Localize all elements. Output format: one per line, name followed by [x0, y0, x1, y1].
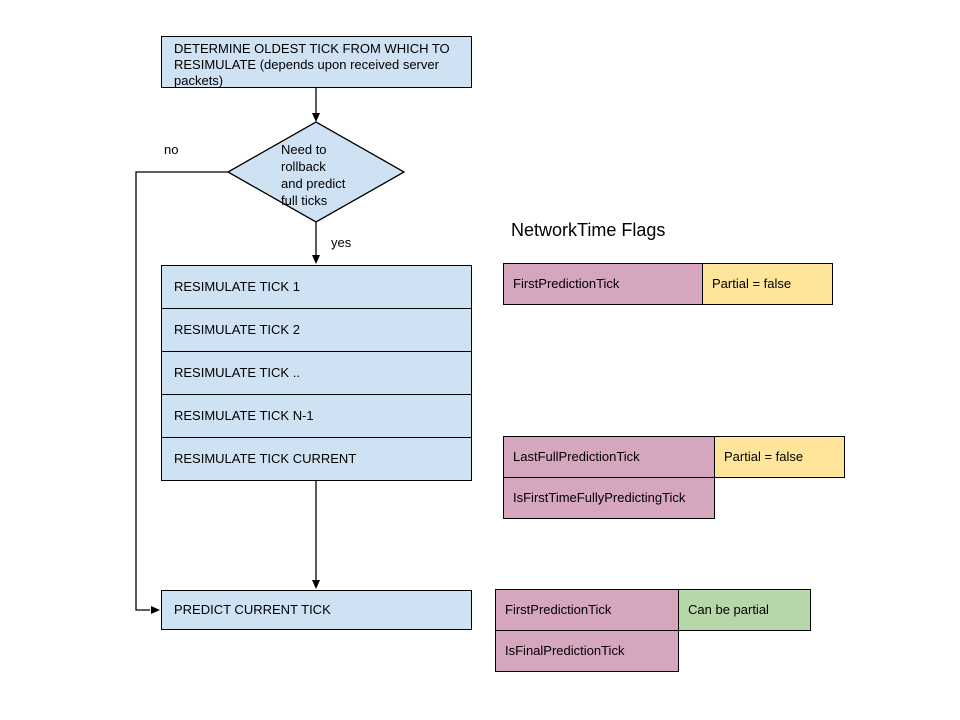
flag-is-final-prediction-tick-box: IsFinalPredictionTick [495, 630, 679, 672]
resimulate-tick-dots-box: RESIMULATE TICK .. [161, 351, 472, 395]
resimulate-tick-current-box: RESIMULATE TICK CURRENT [161, 437, 472, 481]
note-partial-false-box-1: Partial = false [702, 263, 833, 305]
flag-last-full-prediction-tick-box: LastFullPredictionTick [503, 436, 715, 478]
decision-text: Need to rollback and predict full ticks [281, 142, 346, 208]
arrowhead-into-predict-top [312, 580, 320, 589]
flag-first-prediction-tick-box-2: FirstPredictionTick [495, 589, 679, 631]
flags-title: NetworkTime Flags [511, 220, 666, 240]
resimulate-tick-n1-box: RESIMULATE TICK N-1 [161, 394, 472, 438]
resimulate-tick-1-box: RESIMULATE TICK 1 [161, 265, 472, 309]
flag-is-first-time-fully-predicting-tick-box: IsFirstTimeFullyPredictingTick [503, 477, 715, 519]
arrowhead-into-stack [312, 255, 320, 264]
arrowhead-into-predict-left [151, 606, 160, 614]
no-branch-label: no [164, 142, 179, 157]
note-partial-false-box-2: Partial = false [714, 436, 845, 478]
flag-first-prediction-tick-box: FirstPredictionTick [503, 263, 703, 305]
note-can-be-partial-box: Can be partial [678, 589, 811, 631]
resimulate-stack: RESIMULATE TICK 1 RESIMULATE TICK 2 RESI… [161, 265, 472, 481]
arrowhead-into-decision [312, 113, 320, 122]
resimulate-tick-2-box: RESIMULATE TICK 2 [161, 308, 472, 352]
yes-branch-label: yes [331, 235, 352, 250]
predict-current-tick-box: PREDICT CURRENT TICK [161, 590, 472, 630]
start-box: DETERMINE OLDEST TICK FROM WHICH TO RESI… [161, 36, 472, 88]
